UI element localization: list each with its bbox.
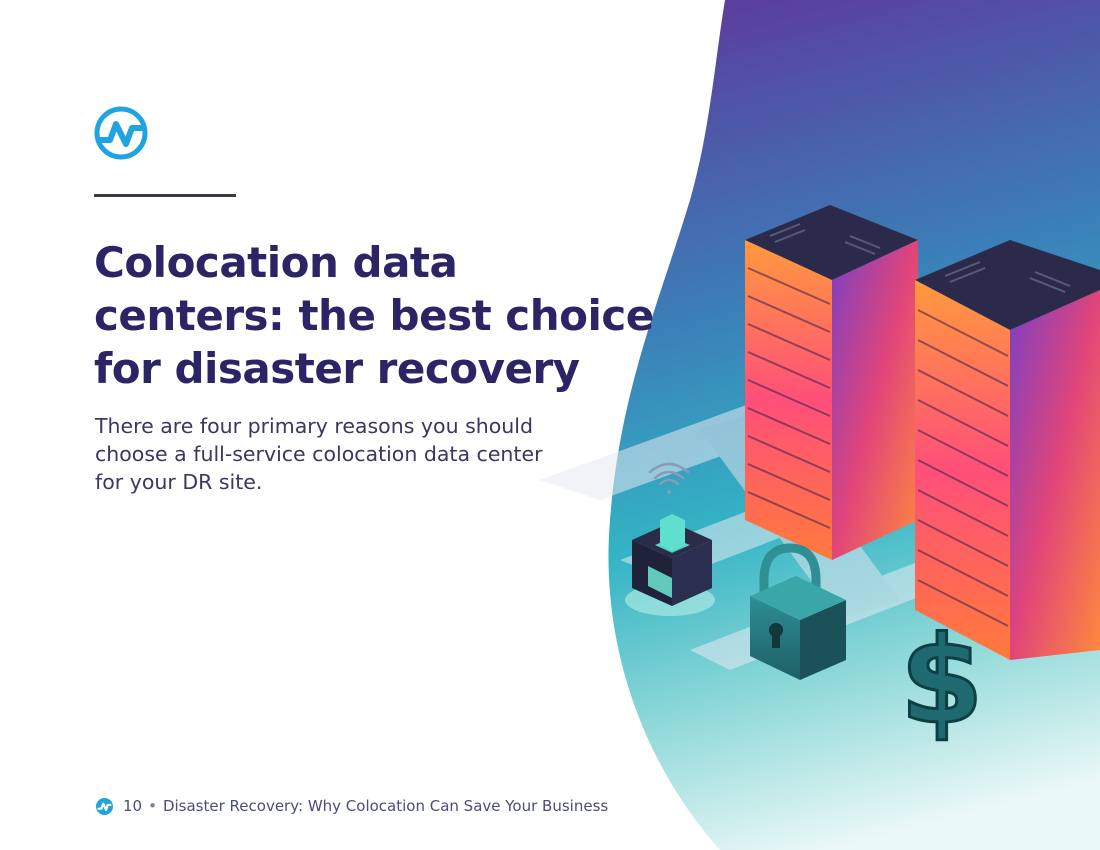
footer-separator: • (148, 797, 157, 815)
title-line: Colocation data (94, 238, 458, 287)
server-rack-left (745, 205, 918, 560)
server-rack-right (915, 240, 1100, 660)
intro-line: for your DR site. (95, 470, 263, 494)
page-number: 10 (123, 797, 143, 815)
title-line: for disaster recovery (94, 344, 580, 393)
title-line: centers: the best choice (94, 291, 654, 340)
page-title: Colocation data centers: the best choice… (94, 236, 694, 395)
security-chip-icon (625, 514, 715, 616)
intro-line: choose a full-service colocation data ce… (95, 442, 543, 466)
svg-text:$: $ (900, 612, 984, 751)
dollar-sign-icon: $ (899, 611, 986, 753)
page-footer: 10 • Disaster Recovery: Why Colocation C… (96, 796, 608, 816)
intro-line: There are four primary reasons you shoul… (95, 414, 534, 438)
footer-logo-icon (96, 797, 113, 815)
padlock-icon (750, 543, 846, 680)
intro-paragraph: There are four primary reasons you shoul… (95, 412, 615, 496)
document-title: Disaster Recovery: Why Colocation Can Sa… (162, 797, 609, 815)
title-divider (94, 194, 236, 197)
brand-logo-icon (94, 106, 148, 160)
wifi-icon (648, 462, 690, 494)
